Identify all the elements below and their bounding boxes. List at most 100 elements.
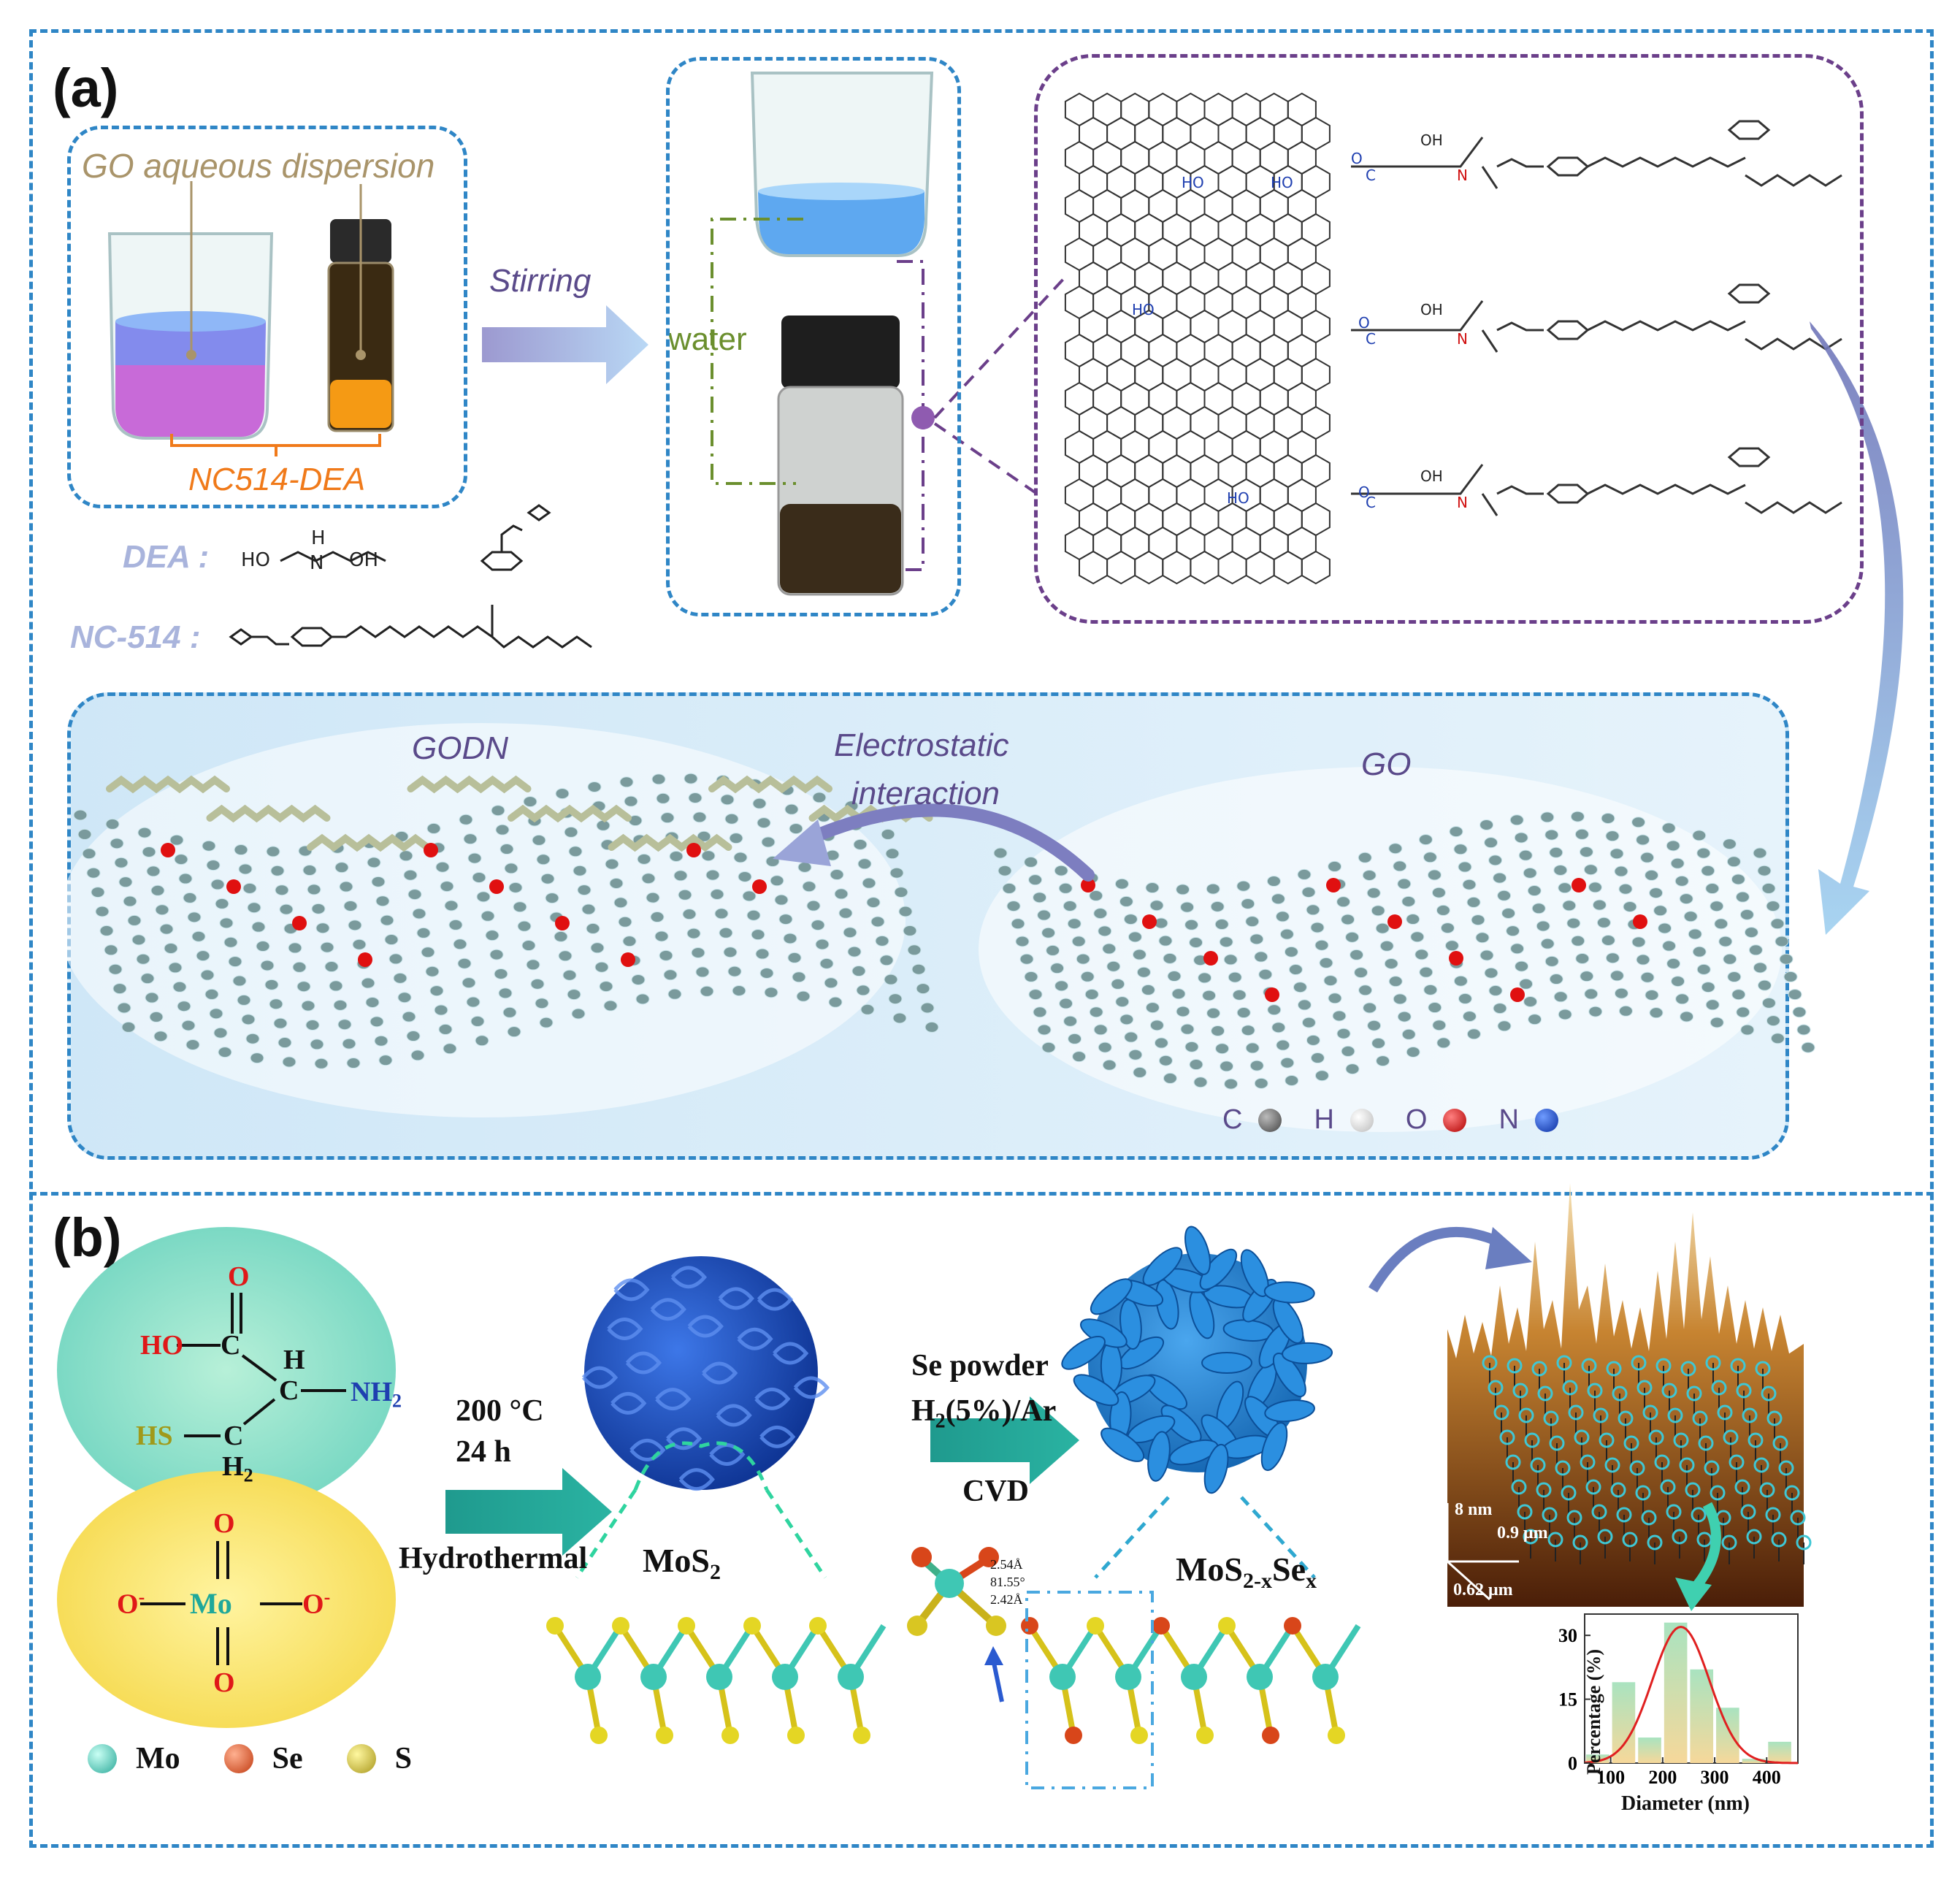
- sphere-petal: [610, 1391, 647, 1415]
- carbon-atom: [605, 858, 619, 870]
- carbon-atom: [397, 992, 412, 1004]
- carbon-atom: [1358, 985, 1373, 996]
- hist-bar: [1664, 1622, 1688, 1763]
- carbon-atom: [1497, 1020, 1512, 1032]
- carbon-atom: [209, 1008, 223, 1020]
- carbon-atom: [761, 836, 776, 848]
- mosse-se: Se: [1272, 1551, 1306, 1588]
- carbon-atom: [1605, 830, 1620, 842]
- carbon-atom: [206, 860, 221, 871]
- carbon-atom: [1436, 1037, 1451, 1049]
- carbon-atom: [635, 993, 650, 1005]
- carbon-atom: [705, 869, 720, 881]
- carbon-atom: [324, 961, 339, 973]
- oxygen-atom: [1387, 914, 1402, 929]
- carbon-atom: [1739, 909, 1754, 920]
- hist-fit-curve: [1584, 1625, 1799, 1765]
- carbon-atom: [1336, 1028, 1351, 1039]
- carbon-atom: [1328, 860, 1342, 872]
- carbon-atom: [1462, 879, 1477, 890]
- carbon-atom: [1680, 1011, 1694, 1022]
- carbon-atom: [1670, 857, 1685, 869]
- carbon-atom: [399, 850, 413, 862]
- afm-marker: [1482, 1355, 1498, 1371]
- carbon-atom: [1570, 811, 1585, 822]
- carbon-atom: [729, 833, 743, 844]
- carbon-atom: [619, 776, 634, 788]
- carbon-atom: [1574, 828, 1589, 840]
- carbon-atom: [1493, 872, 1507, 884]
- carbon-atom: [603, 1000, 618, 1012]
- carbon-atom: [1363, 1002, 1377, 1014]
- water-beaker: [750, 72, 934, 257]
- carbon-atom: [599, 981, 613, 993]
- carbon-atom: [567, 989, 581, 1001]
- carbon-atom: [1167, 971, 1182, 982]
- afm-marker: [1606, 1361, 1622, 1377]
- afm-marker: [1759, 1482, 1775, 1498]
- flower-petal: [1240, 1249, 1269, 1297]
- afm-marker: [1796, 1534, 1812, 1551]
- sheet-glow: [58, 723, 906, 1117]
- carbon-atom: [1054, 980, 1069, 992]
- carbon-atom: [250, 1052, 264, 1064]
- carbon-atom: [495, 824, 510, 836]
- carbon-atom: [1688, 928, 1702, 940]
- carbon-atom: [860, 1004, 875, 1015]
- afm-marker: [1761, 1385, 1777, 1402]
- carbon-atom: [448, 919, 463, 930]
- carbon-atom: [1614, 865, 1628, 877]
- afm-marker: [1641, 1510, 1657, 1526]
- carbon-atom: [307, 884, 321, 895]
- carbon-atom: [429, 985, 444, 997]
- nh2-sub: 2: [392, 1390, 402, 1412]
- carbon-atom: [241, 1014, 256, 1025]
- carbon-atom: [1609, 970, 1624, 982]
- carbon-atom: [1661, 822, 1676, 834]
- benzene-ring-2: [1727, 283, 1771, 304]
- afm-marker: [1517, 1504, 1533, 1520]
- afm-marker: [1717, 1404, 1733, 1421]
- curve-arrow-right: [1810, 321, 1904, 935]
- carbon-atom: [778, 914, 793, 925]
- carbon-atom: [732, 985, 746, 996]
- carbon-atom: [1114, 878, 1129, 890]
- mo-atom: [1312, 1664, 1339, 1690]
- chalcogen-atom: [656, 1727, 673, 1744]
- carbon-atom: [1431, 887, 1446, 898]
- carbon-atom: [457, 957, 472, 969]
- carbon-atom: [1128, 1049, 1143, 1060]
- afm-marker: [1493, 1404, 1509, 1421]
- carbon-atom: [1059, 998, 1073, 1009]
- nc514-vial: [327, 184, 394, 432]
- carbon-atom: [1788, 989, 1802, 1001]
- carbon-atom: [742, 890, 757, 902]
- carbon-atom: [1761, 882, 1776, 894]
- flower-petal: [1201, 1352, 1252, 1374]
- afm-marker: [1660, 1479, 1676, 1495]
- hist-y-tick-label: 15: [1558, 1689, 1577, 1710]
- hist-bar: [1612, 1682, 1636, 1763]
- carbon-atom: [370, 1016, 384, 1028]
- carbon-atom: [811, 920, 825, 931]
- carbon-atom: [682, 909, 697, 920]
- carbon-atom: [1423, 984, 1438, 995]
- chalcogen-atom: [1218, 1617, 1236, 1635]
- carbon-atom: [1519, 978, 1534, 990]
- carbon-atom: [269, 998, 283, 1010]
- carbon-atom: [425, 966, 440, 977]
- carbon-atom: [234, 844, 248, 856]
- o-label-2: O: [1358, 314, 1370, 332]
- hydrothermal-label: Hydrothermal: [399, 1542, 588, 1575]
- bond-length-1: 2.54Å: [990, 1557, 1023, 1572]
- carbon-atom: [1176, 884, 1190, 895]
- afm-marker: [1562, 1380, 1578, 1396]
- carbon-atom: [1058, 882, 1073, 894]
- carbon-atom: [1028, 874, 1043, 886]
- carbon-atom: [329, 980, 343, 992]
- afm-marker: [1736, 1383, 1752, 1399]
- time-label: 24 h: [456, 1435, 511, 1469]
- carbon-atom: [1198, 972, 1212, 984]
- carbon-atom: [466, 996, 481, 1008]
- carbon-atom: [792, 971, 806, 983]
